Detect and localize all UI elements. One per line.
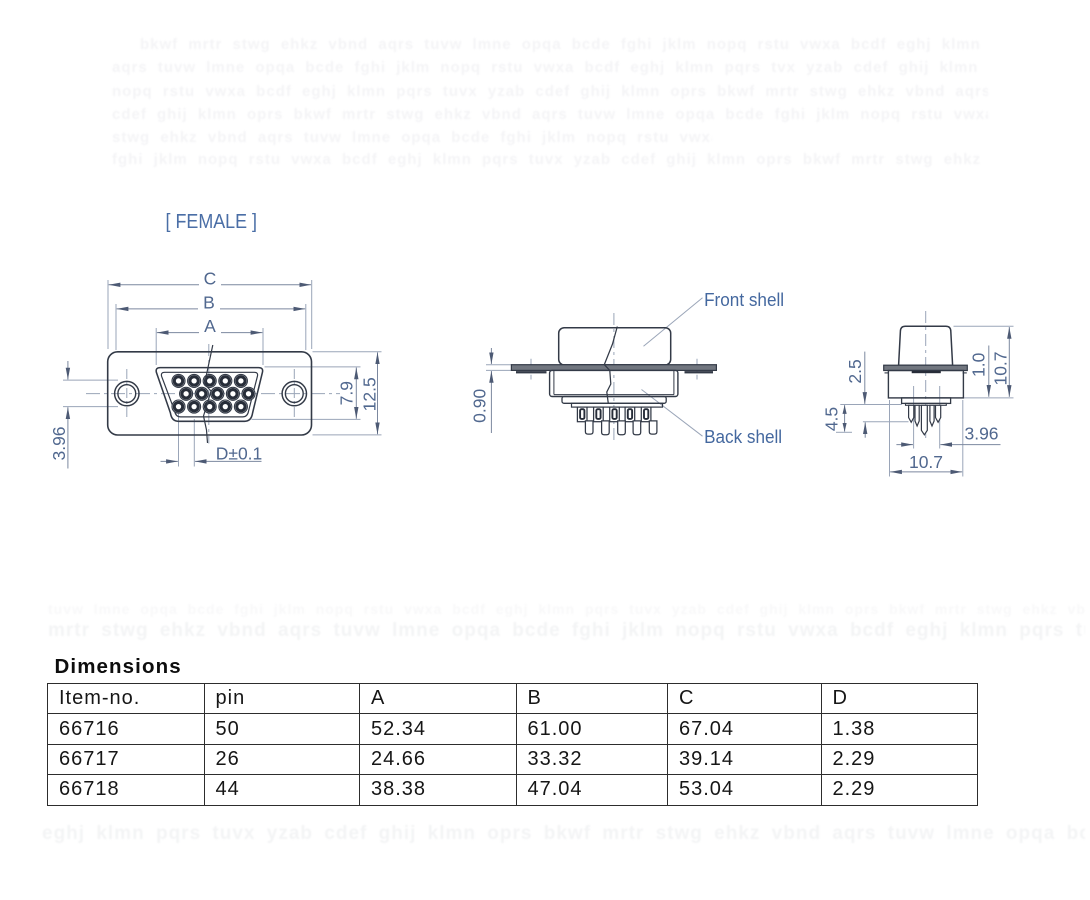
svg-text:4.5: 4.5 xyxy=(822,407,842,431)
svg-text:1.0: 1.0 xyxy=(969,352,989,377)
svg-text:2.5: 2.5 xyxy=(845,359,865,383)
svg-text:Back shell: Back shell xyxy=(704,427,782,447)
svg-text:C: C xyxy=(204,268,217,288)
svg-text:D±0.1: D±0.1 xyxy=(216,444,263,464)
svg-text:12.5: 12.5 xyxy=(360,377,380,411)
svg-text:Front shell: Front shell xyxy=(704,290,784,310)
svg-text:A: A xyxy=(204,316,216,336)
svg-text:3.96: 3.96 xyxy=(964,424,998,444)
svg-text:[ FEMALE ]: [ FEMALE ] xyxy=(166,211,258,233)
svg-text:10.7: 10.7 xyxy=(990,351,1010,385)
svg-text:B: B xyxy=(203,292,215,312)
svg-text:7.9: 7.9 xyxy=(337,381,357,405)
svg-text:0.90: 0.90 xyxy=(470,389,490,423)
svg-text:10.7: 10.7 xyxy=(909,452,943,472)
svg-text:3.96: 3.96 xyxy=(49,426,69,460)
